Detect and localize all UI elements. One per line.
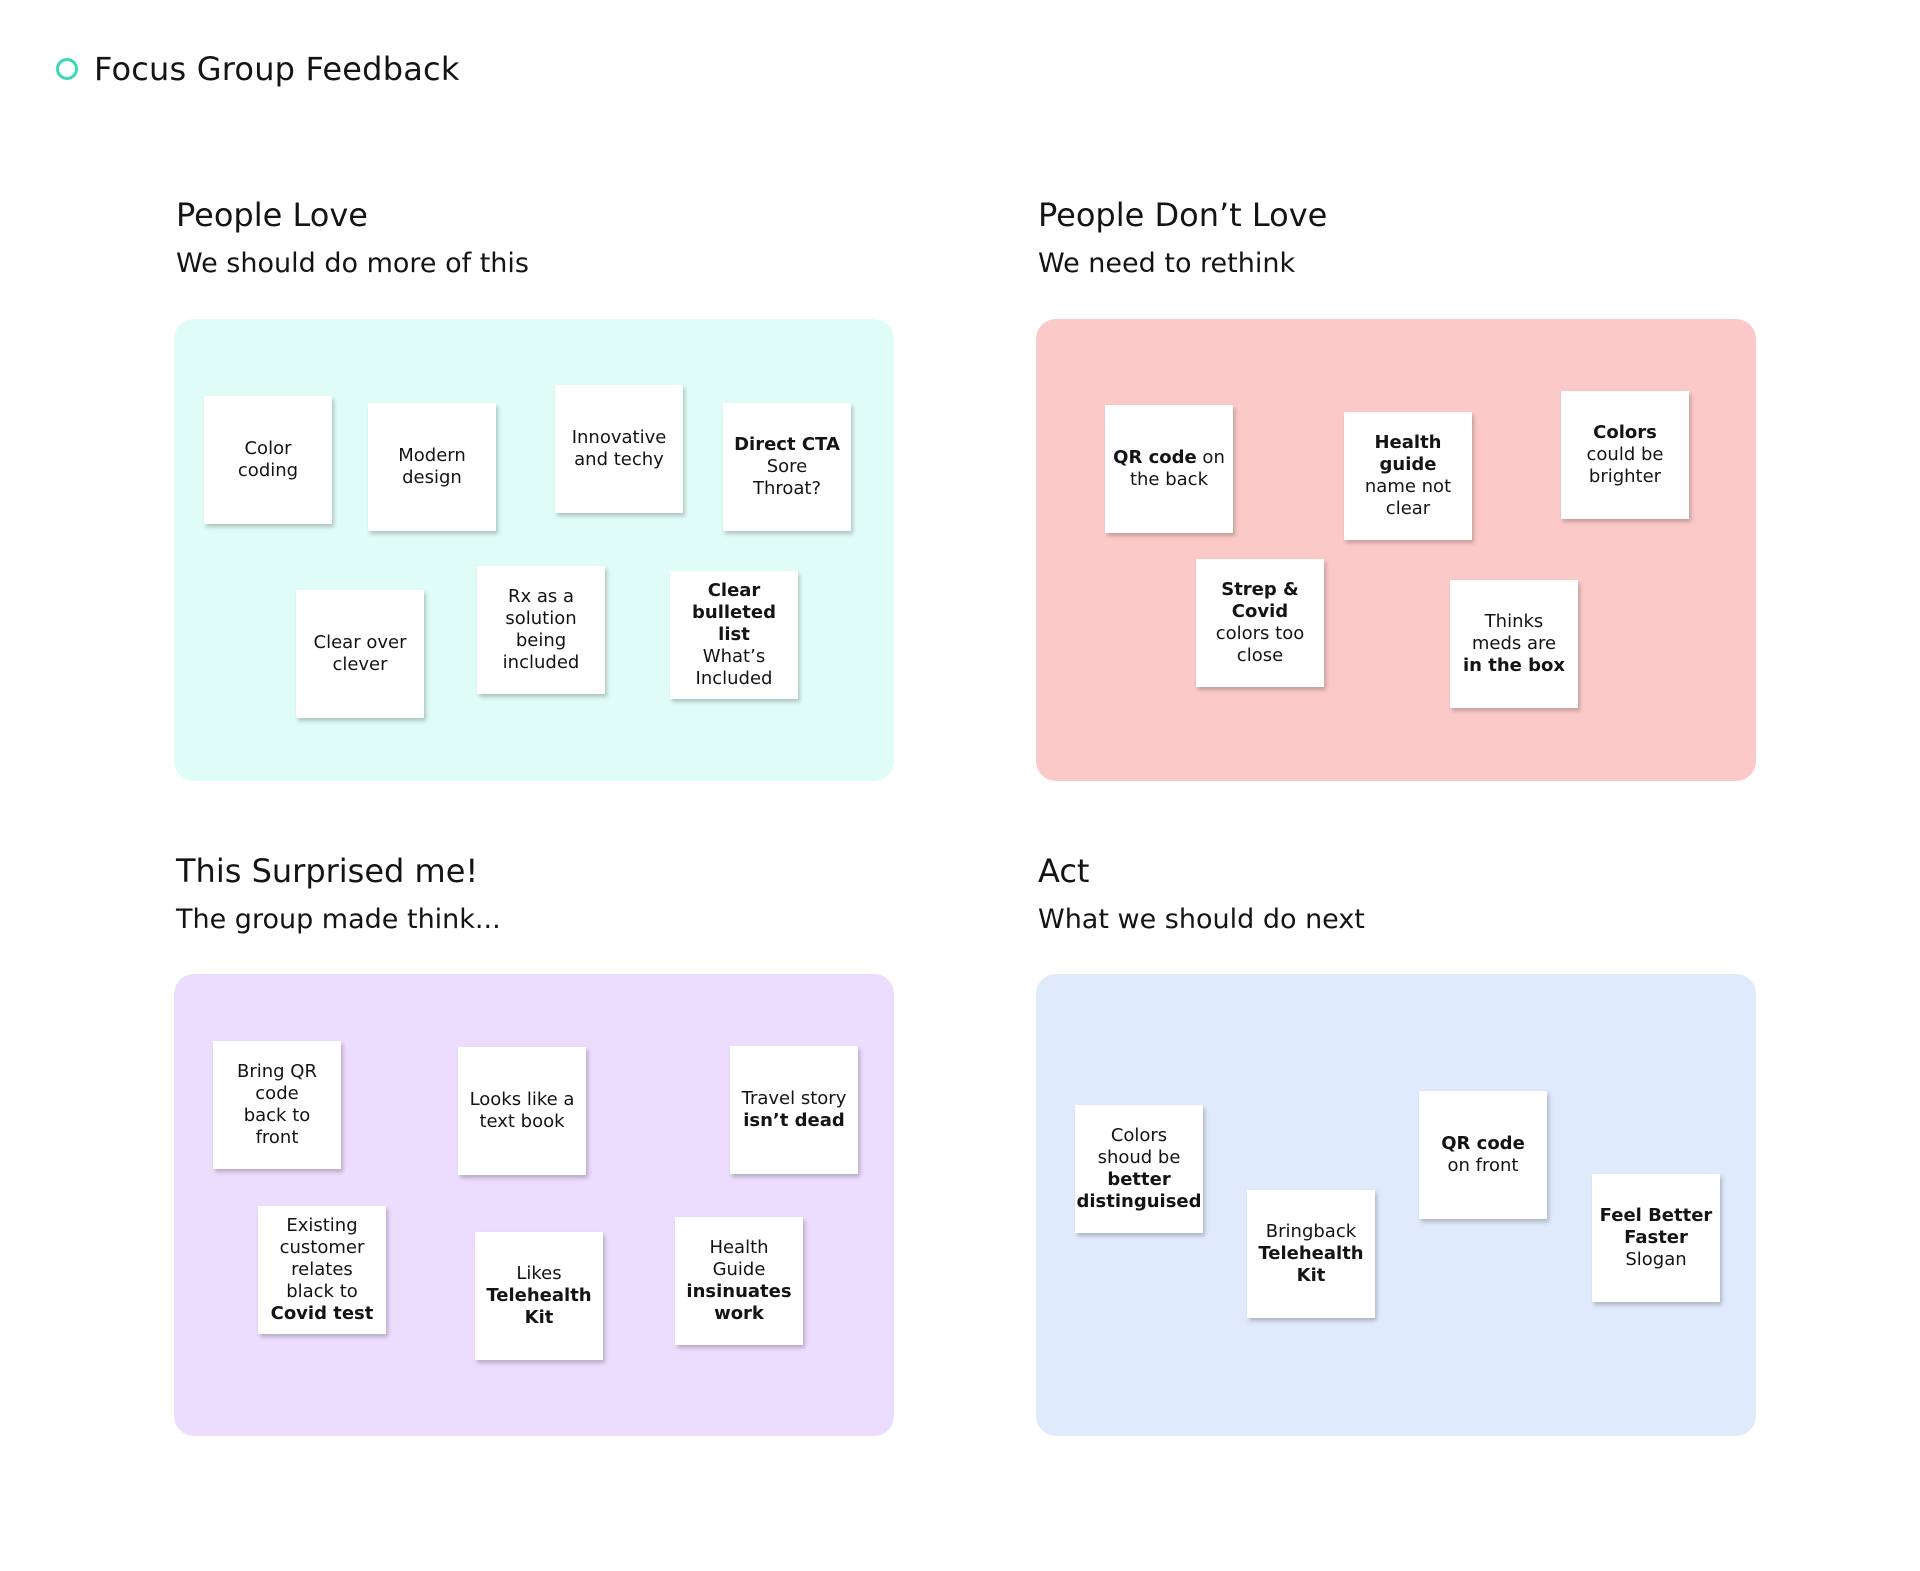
sticky-note[interactable]: QR code on the back [1105, 405, 1233, 533]
sticky-note[interactable]: QR code on front [1419, 1091, 1547, 1219]
sticky-note[interactable]: Feel Better Faster Slogan [1592, 1174, 1720, 1302]
sticky-note[interactable]: Clear bulleted list What’s Included [670, 571, 798, 699]
sticky-note[interactable]: Rx as a solution being included [477, 566, 605, 694]
panel-surprised: Bring QR code back to front Looks like a… [174, 974, 894, 1436]
sticky-note[interactable]: Bring QR code back to front [213, 1041, 341, 1169]
sticky-note[interactable]: Color coding [204, 396, 332, 524]
sticky-note[interactable]: Clear over clever [296, 590, 424, 718]
panel-act: Colors shoud be better distinguised Brin… [1036, 974, 1756, 1436]
sticky-note[interactable]: Thinks meds are in the box [1450, 580, 1578, 708]
sticky-note[interactable]: Likes Telehealth Kit [475, 1232, 603, 1360]
sticky-note[interactable]: Bringback Telehealth Kit [1247, 1190, 1375, 1318]
panel-people-love: Color coding Modern design Innovative an… [174, 319, 894, 781]
sticky-note[interactable]: Looks like a text book [458, 1047, 586, 1175]
sticky-note[interactable]: Colors shoud be better distinguised [1075, 1105, 1203, 1233]
section-title-surprised: This Surprised me! [176, 852, 479, 890]
sticky-note[interactable]: Existing customer relates black to Covid… [258, 1206, 386, 1334]
section-subtitle-surprised: The group made think... [176, 904, 501, 935]
section-title-people-dont-love: People Don’t Love [1038, 196, 1328, 234]
status-circle-icon [56, 58, 78, 80]
sticky-note[interactable]: Modern design [368, 403, 496, 531]
sticky-note[interactable]: Colors could be brighter [1561, 391, 1689, 519]
sticky-note[interactable]: Travel story isn’t dead [730, 1046, 858, 1174]
section-subtitle-people-love: We should do more of this [176, 248, 529, 279]
section-subtitle-act: What we should do next [1038, 904, 1365, 935]
board-header: Focus Group Feedback [56, 50, 460, 88]
sticky-note[interactable]: Strep & Covid colors too close [1196, 559, 1324, 687]
section-title-people-love: People Love [176, 196, 368, 234]
sticky-note[interactable]: Health Guide insinuates work [675, 1217, 803, 1345]
section-title-act: Act [1038, 852, 1090, 890]
section-subtitle-people-dont-love: We need to rethink [1038, 248, 1296, 279]
sticky-note[interactable]: Direct CTA Sore Throat? [723, 403, 851, 531]
sticky-note[interactable]: Innovative and techy [555, 385, 683, 513]
board-title: Focus Group Feedback [94, 50, 460, 88]
sticky-note[interactable]: Health guide name not clear [1344, 412, 1472, 540]
panel-people-dont-love: QR code on the back Health guide name no… [1036, 319, 1756, 781]
